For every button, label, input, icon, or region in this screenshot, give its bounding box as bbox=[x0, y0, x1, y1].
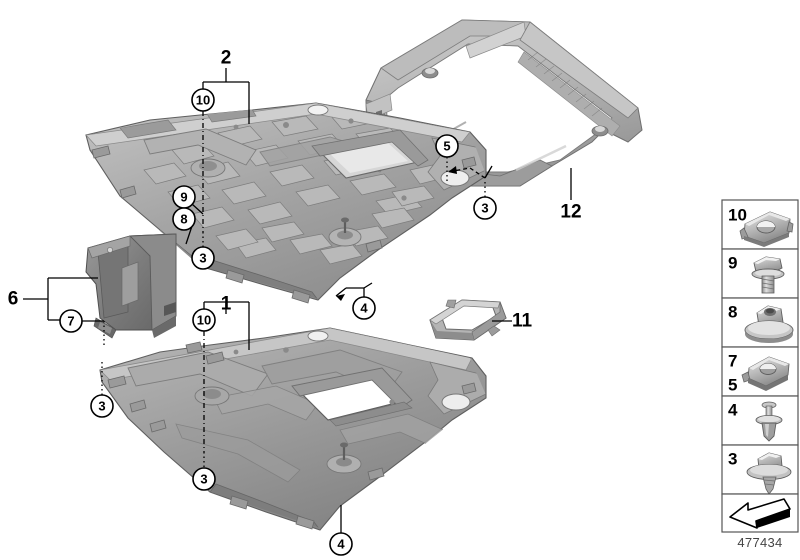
diagram-id-number: 477434 bbox=[737, 535, 783, 550]
legend-number-8: 8 bbox=[728, 303, 737, 322]
callout-11-frame-grommet[interactable]: 11 bbox=[512, 311, 533, 332]
legend-number-3: 3 bbox=[728, 450, 737, 469]
clip-nut-icon bbox=[739, 211, 794, 247]
callout-circle bbox=[90, 394, 114, 418]
callout-label: 10 bbox=[196, 93, 210, 108]
callout-12-reinforcement-brace[interactable]: 12 bbox=[560, 202, 581, 223]
callout-5-clip-nut[interactable]: 5 bbox=[435, 134, 459, 158]
flange-nut-icon bbox=[744, 305, 794, 343]
legend-number-5: 5 bbox=[728, 376, 737, 395]
legend-item-8-flange-nut[interactable]: 8 bbox=[721, 297, 799, 348]
legend-number-10: 10 bbox=[728, 206, 747, 225]
leader-9-8 bbox=[185, 203, 204, 245]
callout-circle bbox=[329, 532, 353, 556]
callout-label: 11 bbox=[512, 311, 533, 332]
callout-4-rivet-upper[interactable]: 4 bbox=[352, 296, 376, 320]
callout-circle bbox=[191, 246, 215, 270]
hex-bolt-icon bbox=[751, 256, 785, 294]
callout-3-screw-upper-center[interactable]: 3 bbox=[191, 246, 215, 270]
callout-label: 1 bbox=[221, 294, 232, 315]
leader-part-6 bbox=[23, 277, 98, 321]
callout-circle bbox=[192, 308, 216, 332]
callout-circle bbox=[192, 467, 216, 491]
callout-circle bbox=[59, 309, 83, 333]
callout-circle bbox=[352, 296, 376, 320]
callout-label: 3 bbox=[98, 399, 105, 414]
leader-7 bbox=[82, 320, 105, 346]
callout-3-screw-lower-center[interactable]: 3 bbox=[192, 467, 216, 491]
part-11-frame-grommet bbox=[429, 299, 507, 341]
callout-circle bbox=[435, 134, 459, 158]
legend-item-10-clip-nut[interactable]: 10 bbox=[721, 199, 799, 250]
callout-6-air-duct-bracket[interactable]: 6 bbox=[8, 289, 19, 310]
callout-label: 9 bbox=[180, 190, 187, 205]
legend-number-7: 7 bbox=[728, 352, 737, 371]
callout-10-clip-nut-upper[interactable]: 10 bbox=[191, 88, 215, 112]
leader-3-brace bbox=[447, 165, 493, 197]
callout-label: 3 bbox=[199, 251, 206, 266]
legend-number-9: 9 bbox=[728, 254, 737, 273]
callout-label: 6 bbox=[8, 289, 19, 310]
callout-label: 4 bbox=[337, 537, 345, 552]
callout-markers: 2 1 6 11 12 10 9 8 3 5 3 4 7 3 10 3 4 bbox=[8, 48, 582, 556]
callout-2-engine-compartment-shielding-upper[interactable]: 2 bbox=[221, 48, 232, 69]
legend-item-3-hex-screw[interactable]: 3 bbox=[721, 444, 799, 495]
legend-item-7-5-clip-nut[interactable]: 7 5 bbox=[721, 346, 799, 397]
callout-4-rivet-lower[interactable]: 4 bbox=[329, 532, 353, 556]
callout-label: 3 bbox=[481, 201, 488, 216]
callout-1-engine-compartment-shielding-lower[interactable]: 1 bbox=[221, 294, 232, 315]
callout-label: 3 bbox=[200, 472, 207, 487]
callout-label: 7 bbox=[67, 314, 74, 329]
callout-label: 5 bbox=[443, 139, 450, 154]
callout-3-screw-brace[interactable]: 3 bbox=[473, 196, 497, 220]
callout-7-clip-nut-duct[interactable]: 7 bbox=[59, 309, 83, 333]
push-rivet-icon bbox=[755, 401, 783, 442]
direction-arrow-icon bbox=[729, 498, 791, 529]
callout-circle bbox=[172, 207, 196, 231]
callout-label: 12 bbox=[560, 202, 581, 223]
legend-number-4: 4 bbox=[728, 401, 738, 420]
legend-item-direction-arrow[interactable] bbox=[721, 493, 799, 533]
callout-3-screw-left[interactable]: 3 bbox=[90, 394, 114, 418]
part-1-lower-shielding-panel bbox=[99, 327, 487, 531]
callout-circle bbox=[191, 88, 215, 112]
callout-label: 2 bbox=[221, 48, 232, 69]
callout-8-flange-nut[interactable]: 8 bbox=[172, 207, 196, 231]
callout-label: 8 bbox=[180, 212, 187, 227]
clip-nut-icon bbox=[741, 356, 790, 391]
legend-item-4-push-rivet[interactable]: 4 bbox=[721, 395, 799, 446]
hex-screw-icon bbox=[746, 452, 792, 495]
part-2-upper-shielding-panel bbox=[85, 102, 487, 304]
callout-label: 4 bbox=[360, 301, 368, 316]
callout-10-clip-nut-lower[interactable]: 10 bbox=[192, 308, 216, 332]
leader-4-upper bbox=[335, 282, 373, 301]
callout-circle bbox=[473, 196, 497, 220]
callout-label: 10 bbox=[197, 313, 211, 328]
part-6-air-duct bbox=[85, 233, 177, 339]
legend-item-9-hex-bolt[interactable]: 9 bbox=[721, 248, 799, 299]
